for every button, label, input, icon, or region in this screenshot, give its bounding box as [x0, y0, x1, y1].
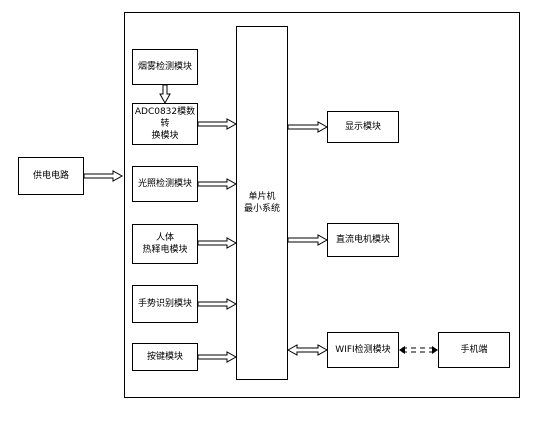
gesture-recognition-block: 手势识别模块	[132, 285, 198, 323]
mobile-terminal-block: 手机端	[438, 332, 510, 368]
mcu-minimum-system-label: 单片机 最小系统	[243, 192, 280, 214]
dc-motor-label: 直流电机模块	[335, 235, 390, 245]
adc-conversion-label: ADC0832模数转 换模块	[134, 107, 196, 141]
keypad-block: 按键模块	[132, 343, 198, 371]
display-block: 显示模块	[327, 111, 399, 143]
keypad-label: 按键模块	[146, 352, 183, 362]
smoke-detection-label: 烟雾检测模块	[137, 62, 192, 72]
arrow-smoke-to-adc	[159, 84, 171, 105]
mcu-minimum-system-block: 单片机 最小系统	[236, 26, 288, 380]
arrow-mcu-to-display	[287, 121, 329, 133]
arrow-mcu-wifi-bidirectional	[286, 344, 329, 356]
arrow-adc-to-mcu	[197, 118, 238, 130]
display-label: 显示模块	[344, 122, 381, 132]
power-supply-block: 供电电路	[18, 157, 84, 195]
light-detection-block: 光照检测模块	[132, 166, 198, 202]
dc-motor-block: 直流电机模块	[327, 223, 399, 257]
arrow-pir-to-mcu	[197, 237, 238, 249]
pir-sensor-label: 人体 热释电模块	[142, 233, 188, 255]
pir-sensor-block: 人体 热释电模块	[132, 224, 198, 264]
wireless-arrowhead-left	[399, 346, 405, 354]
gesture-recognition-label: 手势识别模块	[137, 299, 192, 309]
wireless-link	[402, 347, 436, 353]
arrow-power-to-system	[83, 170, 124, 182]
arrow-gesture-to-mcu	[197, 298, 238, 310]
wifi-module-label: WIFI检测模块	[335, 345, 391, 355]
mobile-terminal-label: 手机端	[460, 345, 488, 355]
system-boundary	[124, 12, 520, 398]
arrow-keys-to-mcu	[197, 351, 238, 363]
power-supply-label: 供电电路	[32, 171, 69, 181]
arrow-light-to-mcu	[197, 178, 238, 190]
light-detection-label: 光照检测模块	[137, 179, 192, 189]
arrow-mcu-to-motor	[287, 234, 329, 246]
wireless-arrowhead-right	[432, 346, 438, 354]
wifi-module-block: WIFI检测模块	[327, 332, 399, 368]
